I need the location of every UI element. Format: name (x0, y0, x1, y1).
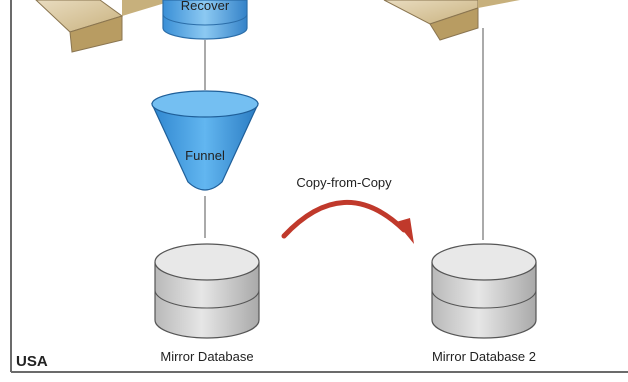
server-box-right (383, 0, 520, 41)
server-box-left (35, 0, 175, 53)
mirror-database-2: Mirror Database 2 (431, 243, 537, 364)
recover-node: Recover (162, 0, 248, 40)
mirror-database-label: Mirror Database (160, 349, 253, 364)
copy-from-copy-arrow: Copy-from-Copy (281, 175, 414, 244)
mirror-database-2-label: Mirror Database 2 (432, 349, 536, 364)
recover-label: Recover (181, 0, 230, 13)
connector-lines (204, 28, 484, 240)
copy-from-copy-label: Copy-from-Copy (296, 175, 392, 190)
mirror-database: Mirror Database (154, 243, 260, 364)
region-frame (10, 0, 628, 373)
funnel-label: Funnel (185, 148, 225, 163)
region-label-usa: USA (16, 353, 48, 370)
funnel-node: Funnel (151, 90, 259, 191)
